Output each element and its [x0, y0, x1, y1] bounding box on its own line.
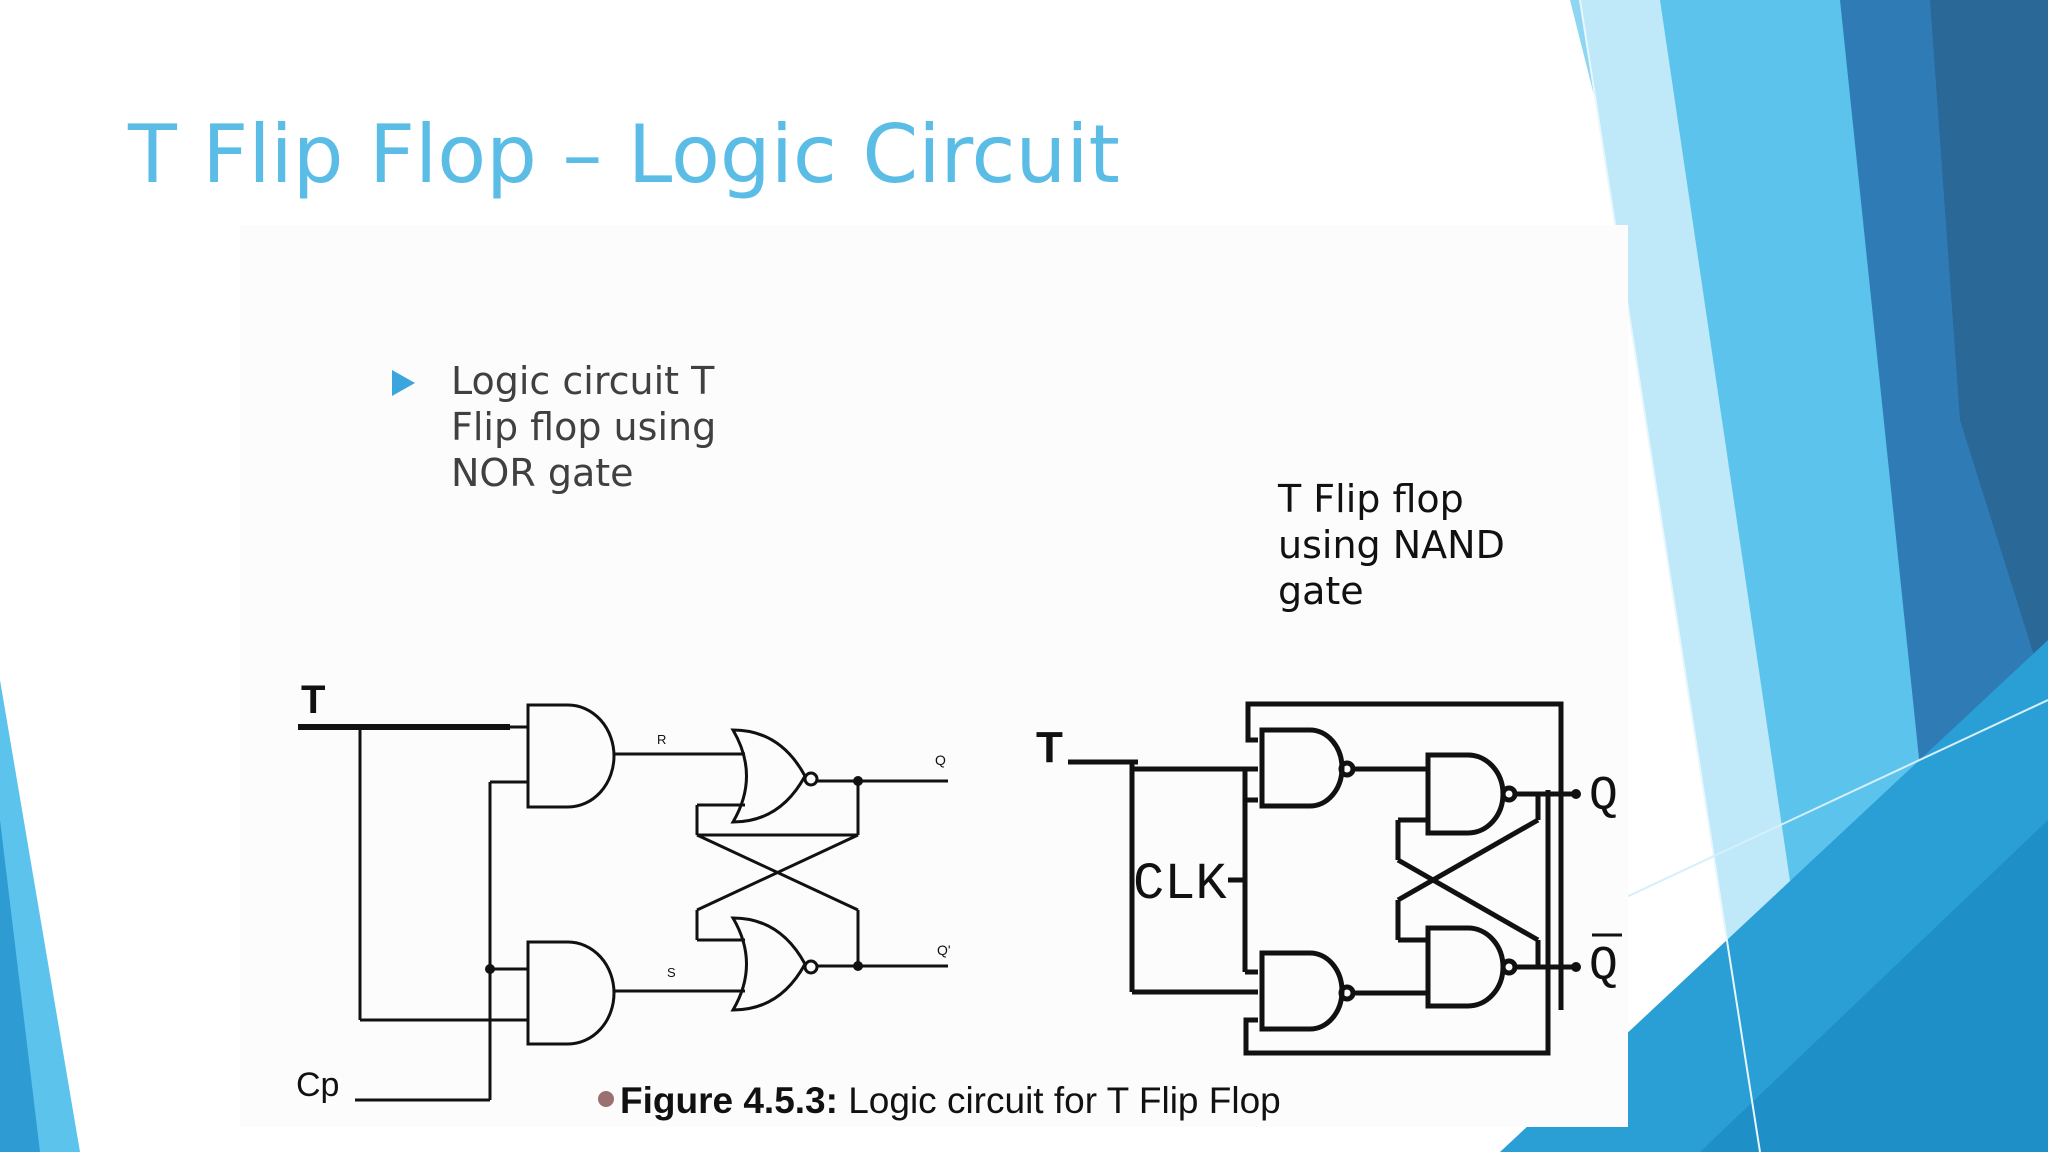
bullet-arrow-icon [392, 370, 415, 396]
slide-title: T Flip Flop – Logic Circuit [128, 108, 1120, 201]
nor-label-r: R [657, 732, 666, 747]
and-gate-lower [526, 940, 616, 1046]
nand-output-q-bar-label: Q [1589, 940, 1618, 994]
nand-gate-upper-left [1259, 727, 1345, 809]
nand-circuit [1068, 701, 1581, 1056]
nand-output-q-label: Q [1589, 770, 1618, 824]
figure-caption-number: Figure 4.5.3: [620, 1080, 838, 1121]
figure-caption-text: Logic circuit for T Flip Flop [837, 1080, 1281, 1121]
nor-input-t-label: T [301, 678, 325, 722]
figure-caption: Figure 4.5.3: Logic circuit for T Flip F… [598, 1080, 1281, 1122]
nand-gate-lower-right [1425, 925, 1506, 1009]
figure-panel [240, 225, 1628, 1127]
nor-output-q-label: Q [935, 752, 946, 768]
nor-input-cp-label: Cp [296, 1066, 339, 1104]
nor-output-q-prime-label: Q' [937, 942, 951, 958]
nand-caption: T Flip flop using NAND gate [1278, 477, 1505, 613]
bullet-text: Logic circuit T Flip flop using NOR gate [451, 359, 717, 495]
and-gate-upper [526, 703, 616, 809]
nor-circuit [298, 703, 948, 1102]
nand-gate-upper-right [1425, 752, 1506, 836]
nor-gate-lower [730, 916, 807, 1012]
caption-bullet-icon [598, 1091, 614, 1108]
nand-input-t-label: T [1036, 723, 1063, 772]
nand-gate-lower-left [1259, 950, 1345, 1032]
nor-label-s: S [667, 965, 676, 980]
nand-input-clk-label: CLK [1133, 855, 1227, 914]
nor-gate-upper [730, 728, 807, 824]
